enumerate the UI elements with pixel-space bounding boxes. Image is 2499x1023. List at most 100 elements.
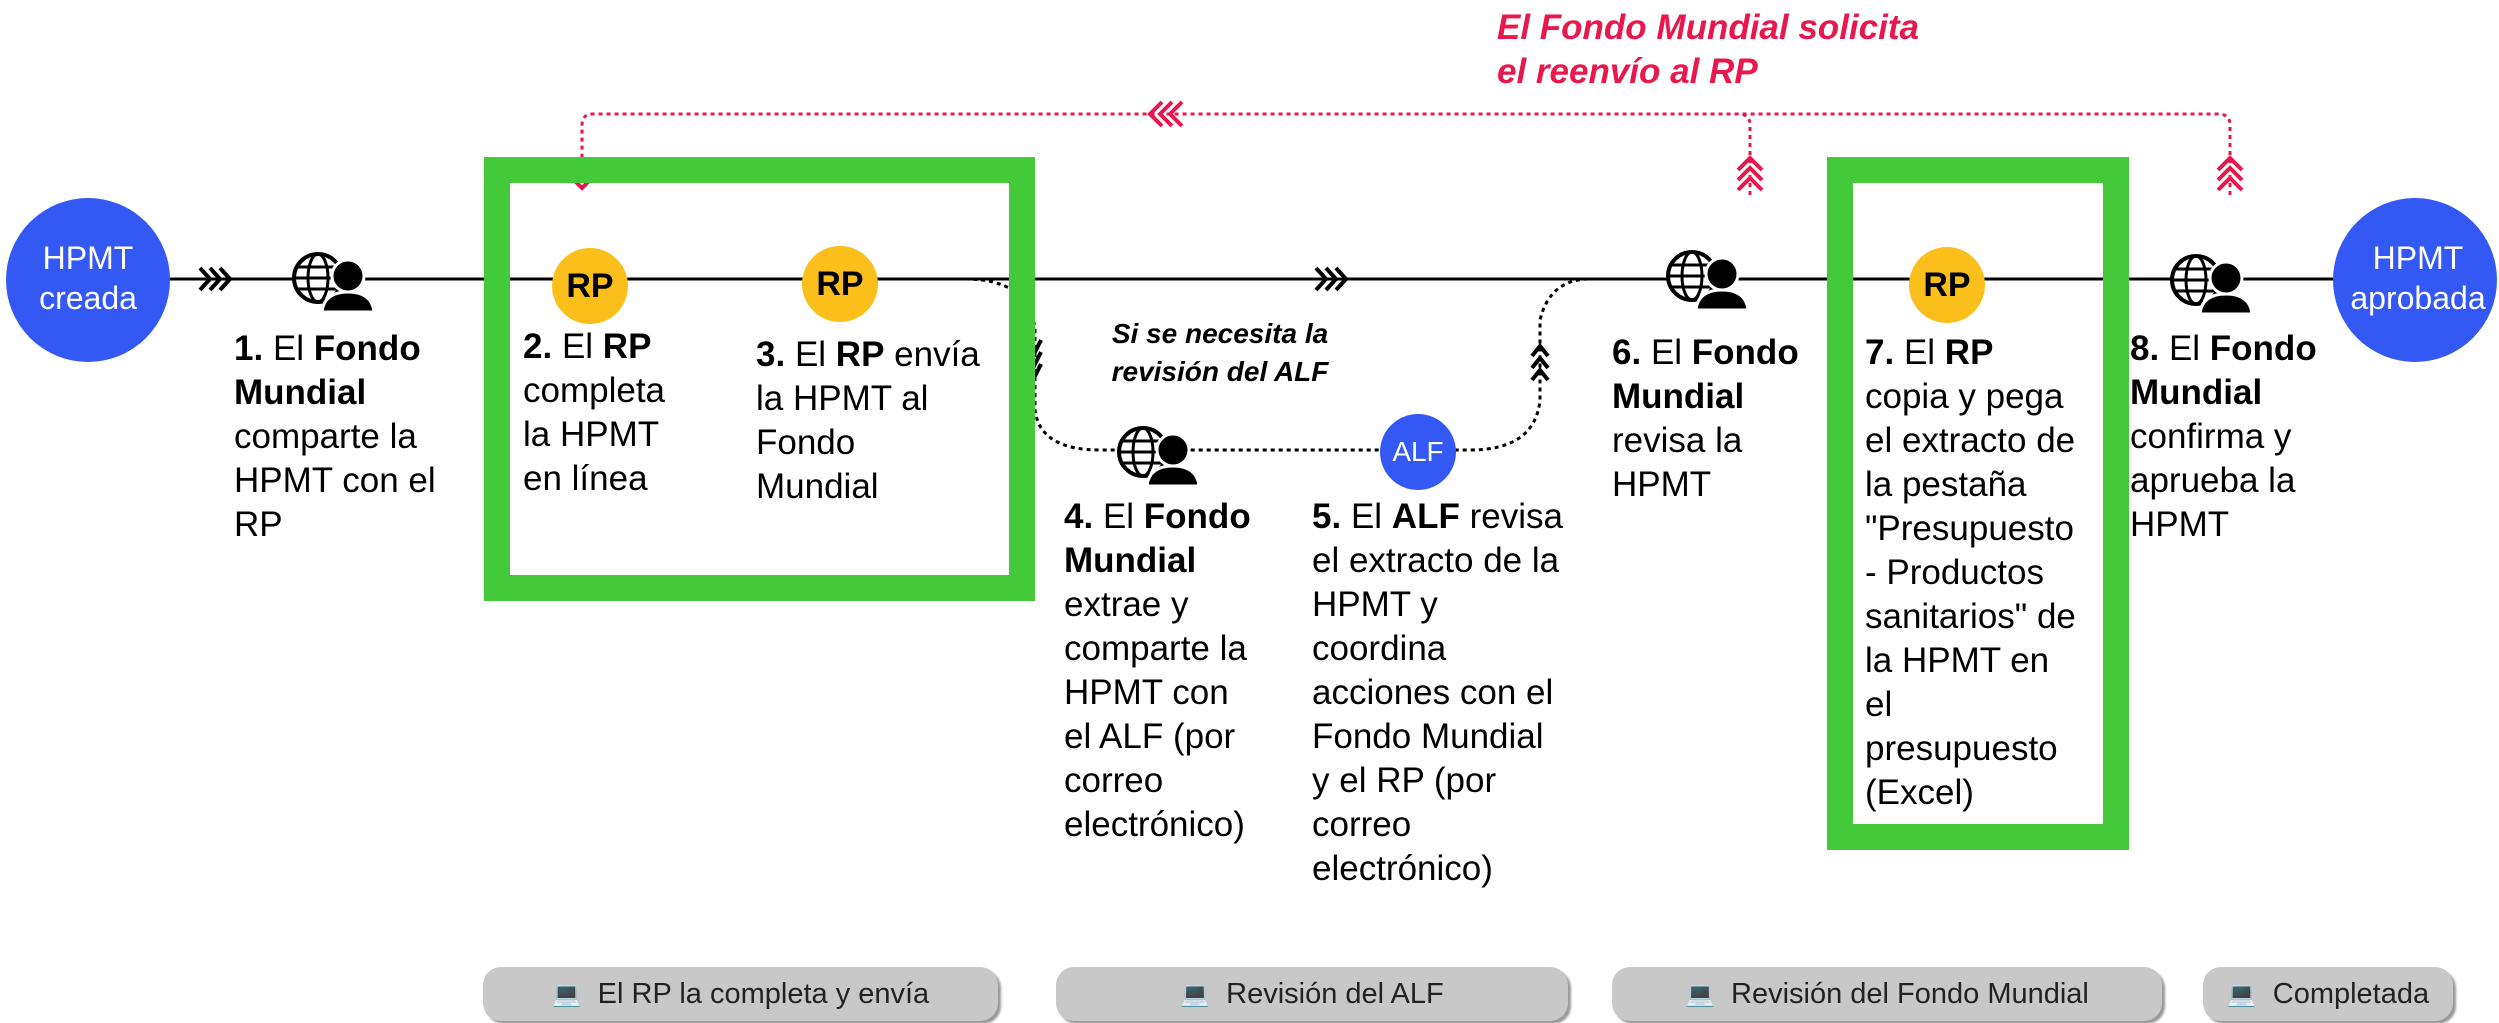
step-2-text: 2. El RP completa la HPMT en línea bbox=[523, 325, 665, 501]
step-2-line: la HPMT bbox=[523, 415, 660, 454]
step-2-line: en línea bbox=[523, 459, 648, 498]
step-8-line: confirma y bbox=[2130, 417, 2292, 456]
step-1-line: comparte la bbox=[234, 417, 417, 456]
laptop-icon: 💻 bbox=[1180, 980, 1211, 1008]
return-note-line2: el reenvío al RP bbox=[1497, 52, 1758, 91]
rp-badge-step-2 bbox=[552, 248, 628, 324]
globe-person-icon-step-4 bbox=[1117, 426, 1201, 488]
condition-note-line1: Si se necesita la bbox=[1111, 318, 1329, 349]
step-5-line: acciones con el bbox=[1312, 673, 1554, 712]
alf-badge-label: ALF bbox=[1392, 436, 1444, 467]
rp-badge-label-step-3: RP bbox=[816, 265, 864, 303]
step-4-pre: El bbox=[1102, 497, 1135, 536]
step-7-text: 7. El RP copia y pega el extracto de la … bbox=[1865, 331, 2076, 815]
step-1-number: 1. bbox=[234, 329, 264, 368]
rp-badge-step-7 bbox=[1909, 247, 1985, 323]
step-2-actor: RP bbox=[602, 327, 652, 366]
step-4-line: HPMT con bbox=[1064, 673, 1229, 712]
step-8-pre: El bbox=[2168, 329, 2201, 368]
step-4-actor-2: Mundial bbox=[1064, 541, 1197, 580]
step-6-actor: Fondo bbox=[1691, 333, 1799, 372]
step-6-text: 6. El Fondo Mundial revisa la HPMT bbox=[1612, 331, 1799, 507]
step-7-line: el bbox=[1865, 685, 1893, 724]
step-7-line: "Presupuesto bbox=[1865, 509, 2074, 548]
step-1-actor-2: Mundial bbox=[234, 373, 367, 412]
step-8-line: aprueba la bbox=[2130, 461, 2296, 500]
step-3-line: Mundial bbox=[756, 467, 879, 506]
step-7-line: presupuesto bbox=[1865, 729, 2058, 768]
step-8-number: 8. bbox=[2130, 329, 2160, 368]
step-3-number: 3. bbox=[756, 335, 786, 374]
step-2-line: completa bbox=[523, 371, 666, 410]
step-4-number: 4. bbox=[1064, 497, 1094, 536]
step-7-line: - Productos bbox=[1865, 553, 2044, 592]
rp-badge-label-step-2: RP bbox=[566, 267, 614, 305]
step-7-line: (Excel) bbox=[1865, 773, 1974, 812]
step-6-pre: El bbox=[1650, 333, 1683, 372]
step-7-pre: El bbox=[1903, 333, 1936, 372]
end-node-line2: aprobada bbox=[2350, 280, 2486, 316]
step-2-pre: El bbox=[561, 327, 594, 366]
laptop-icon: 💻 bbox=[1685, 980, 1715, 1008]
step-4-line: electrónico) bbox=[1064, 805, 1245, 844]
condition-note-line2: revisión del ALF bbox=[1111, 356, 1329, 387]
step-5-text: 5. El ALF revisa el extracto de la HPMT … bbox=[1312, 495, 1563, 891]
phase-pill-completed: 💻 Completada bbox=[2203, 967, 2453, 1021]
rp-badge-step-3 bbox=[802, 246, 878, 322]
step-4-line: el ALF (por bbox=[1064, 717, 1236, 756]
step-7-line: la pestaña bbox=[1865, 465, 2027, 504]
step-7-line: copia y pega bbox=[1865, 377, 2064, 416]
step-5-verb: revisa bbox=[1469, 497, 1563, 536]
step-5-line: y el RP (por bbox=[1312, 761, 1497, 800]
phase-pill-alf-review: 💻 Revisión del ALF bbox=[1056, 967, 1568, 1021]
step-4-line: comparte la bbox=[1064, 629, 1247, 668]
step-5-line: electrónico) bbox=[1312, 849, 1493, 888]
step-1-actor: Fondo bbox=[313, 329, 421, 368]
step-8-line: HPMT bbox=[2130, 505, 2230, 544]
step-4-line: extrae y bbox=[1064, 585, 1189, 624]
end-node-circle bbox=[2333, 198, 2497, 362]
globe-person-icon-step-6 bbox=[1666, 250, 1750, 312]
end-node-line1: HPMT bbox=[2372, 240, 2464, 276]
step-3-pre: El bbox=[794, 335, 827, 374]
step-5-line: el extracto de la bbox=[1312, 541, 1560, 580]
step-6-line: revisa la bbox=[1612, 421, 1743, 460]
step-1-line: RP bbox=[234, 505, 283, 544]
laptop-icon: 💻 bbox=[2226, 980, 2257, 1008]
step-6-actor-2: Mundial bbox=[1612, 377, 1745, 416]
step-7-line: la HPMT en bbox=[1865, 641, 2050, 680]
step-8-actor: Fondo bbox=[2209, 329, 2317, 368]
step-3-line: la HPMT al bbox=[756, 379, 929, 418]
step-5-line: Fondo Mundial bbox=[1312, 717, 1544, 756]
phase-label: Revisión del Fondo Mundial bbox=[1731, 977, 2089, 1010]
step-3-line: Fondo bbox=[756, 423, 856, 462]
phase-pill-complete-and-send: 💻 El RP la completa y envía bbox=[483, 967, 998, 1021]
return-note: El Fondo Mundial solicita el reenvío al … bbox=[1497, 6, 1919, 94]
step-5-line: coordina bbox=[1312, 629, 1447, 668]
return-loop-line bbox=[580, 112, 2232, 195]
condition-note: Si se necesita la revisión del ALF bbox=[1080, 315, 1360, 391]
step-5-pre: El bbox=[1350, 497, 1383, 536]
globe-person-icon-step-1 bbox=[292, 252, 376, 314]
step-8-text: 8. El Fondo Mundial confirma y aprueba l… bbox=[2130, 327, 2317, 547]
return-note-line1: El Fondo Mundial solicita bbox=[1497, 8, 1919, 47]
phase-label: Completada bbox=[2272, 977, 2430, 1010]
highlight-box-step-7 bbox=[1827, 157, 2129, 850]
step-4-line: correo bbox=[1064, 761, 1164, 800]
step-6-line: HPMT bbox=[1612, 465, 1712, 504]
step-5-actor: ALF bbox=[1391, 497, 1460, 536]
step-5-line: HPMT y bbox=[1312, 585, 1438, 624]
step-2-number: 2. bbox=[523, 327, 553, 366]
start-node-line1: HPMT bbox=[42, 240, 134, 276]
step-3-verb: envía bbox=[894, 335, 980, 374]
start-node-circle bbox=[6, 198, 170, 362]
step-7-line: el extracto de bbox=[1865, 421, 2076, 460]
step-7-line: sanitarios" de bbox=[1865, 597, 2076, 636]
step-6-number: 6. bbox=[1612, 333, 1642, 372]
rp-badge-label-step-7: RP bbox=[1923, 266, 1971, 304]
alf-badge-circle bbox=[1380, 414, 1456, 490]
step-1-text: 1. El Fondo Mundial comparte la HPMT con… bbox=[234, 327, 436, 547]
step-7-actor: RP bbox=[1944, 333, 1994, 372]
alf-branch-line bbox=[964, 277, 1591, 452]
